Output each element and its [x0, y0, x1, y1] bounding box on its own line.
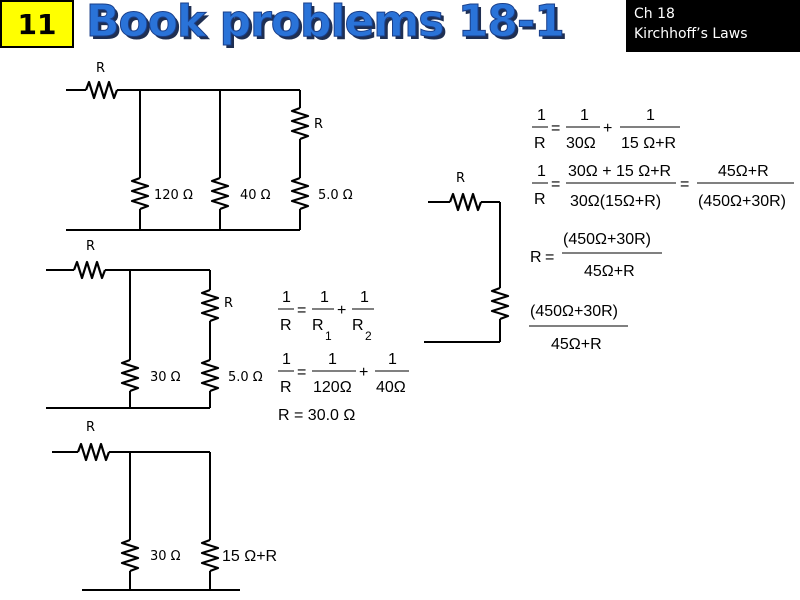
resistor-120	[130, 176, 150, 211]
resistor-30-3	[120, 538, 140, 573]
eq1-t2-den: R	[352, 317, 364, 334]
circuit-1: R R 120 Ω 40 Ω 5.0 Ω	[66, 61, 353, 231]
resistor-30	[120, 358, 140, 393]
equivalent-resistor	[490, 286, 510, 321]
eq1-lhs-den: R	[280, 317, 292, 334]
series-resistor-3	[76, 442, 111, 462]
r-eq2-lhs-num: 1	[537, 163, 546, 180]
series-resistor-4	[448, 192, 483, 212]
eq2-t1-num: 1	[328, 351, 337, 368]
r-eq3-equals: =	[545, 249, 554, 266]
r-eq2-rhs-den: (450Ω+30R)	[698, 193, 786, 210]
eq1-lhs-num: 1	[282, 289, 291, 306]
eq1-equals: =	[297, 302, 306, 319]
r-eq1-t1-den: 30Ω	[566, 135, 596, 152]
eq2-plus: +	[359, 364, 368, 381]
label-r-3: R	[86, 420, 95, 435]
eq2-equals: =	[297, 364, 306, 381]
r-eq2-equals: =	[551, 176, 560, 193]
label-40: 40 Ω	[240, 188, 271, 203]
chapter-number: Ch 18	[634, 6, 675, 22]
r-eq1-lhs-den: R	[534, 135, 546, 152]
eq1-t2-num: 1	[360, 289, 369, 306]
series-resistor-2	[72, 260, 107, 280]
eq1-plus: +	[337, 302, 346, 319]
right-equations: 1 R = 1 30Ω + 1 15 Ω+R 1 R = 30Ω + 15 Ω+…	[529, 107, 794, 353]
eq2-t2-den: 40Ω	[376, 379, 406, 396]
eq2-t2-num: 1	[388, 351, 397, 368]
slide-number-badge: 11	[0, 0, 74, 48]
resistor-r-branch-2	[200, 288, 220, 323]
r-eq1-t1-num: 1	[580, 107, 589, 124]
resistor-15r	[200, 538, 220, 573]
resistor-r-branch	[290, 106, 310, 141]
r-eq2-equals-2: =	[680, 176, 689, 193]
r-eq4-den: 45Ω+R	[551, 336, 602, 353]
circuit-4: R	[424, 171, 510, 343]
label-5-2: 5.0 Ω	[228, 370, 263, 385]
r-eq1-t2-num: 1	[646, 107, 655, 124]
label-r: R	[96, 61, 105, 76]
chapter-box: Ch 18 Kirchhoff’s Laws	[626, 0, 800, 52]
r-eq1-equals: =	[551, 120, 560, 137]
slide-number: 11	[17, 7, 57, 41]
label-r-branch-2: R	[224, 296, 233, 311]
series-resistor-1	[84, 80, 119, 100]
r-eq1-t2-den: 15 Ω+R	[621, 135, 676, 152]
label-r-4: R	[456, 171, 465, 186]
label-r-2: R	[86, 239, 95, 254]
eq1-t1-den-sub: 1	[325, 329, 332, 343]
resistor-40	[210, 176, 230, 211]
eq1-t2-den-sub: 2	[365, 329, 372, 343]
r-eq2-lhs-den: R	[534, 191, 546, 208]
circuit-2: R R 30 Ω 5.0 Ω	[46, 239, 263, 409]
eq1-t1-num: 1	[320, 289, 329, 306]
middle-equations: 1 R = 1 R 1 + 1 R 2 1 R = 1 120Ω + 1 40Ω	[278, 289, 409, 424]
r-eq3-den: 45Ω+R	[584, 263, 635, 280]
eq2-t1-den: 120Ω	[313, 379, 352, 396]
r-eq3-lhs: R	[530, 249, 542, 266]
r-eq1-lhs-num: 1	[537, 107, 546, 124]
eq2-lhs-num: 1	[282, 351, 291, 368]
resistor-5	[290, 176, 310, 211]
r-eq3-num: (450Ω+30R)	[563, 231, 651, 248]
chapter-topic: Kirchhoff’s Laws	[634, 26, 748, 42]
r-eq2-mid-den: 30Ω(15Ω+R)	[570, 193, 661, 210]
r-eq2-rhs-num: 45Ω+R	[718, 163, 769, 180]
r-eq2-mid-num: 30Ω + 15 Ω+R	[568, 163, 671, 180]
result-r-30: R = 30.0 Ω	[278, 407, 355, 424]
label-r-branch: R	[314, 117, 323, 132]
r-eq1-plus: +	[603, 120, 612, 137]
label-15r: 15 Ω+R	[222, 548, 277, 565]
page-title: Book problems 18-1	[86, 0, 566, 48]
label-30: 30 Ω	[150, 370, 181, 385]
label-5: 5.0 Ω	[318, 188, 353, 203]
resistor-5-2	[200, 358, 220, 393]
label-30-3: 30 Ω	[150, 549, 181, 564]
eq2-lhs-den: R	[280, 379, 292, 396]
eq1-t1-den: R	[312, 317, 324, 334]
label-120: 120 Ω	[154, 188, 193, 203]
circuit-3: R 30 Ω 15 Ω+R	[52, 420, 277, 591]
r-eq4-num: (450Ω+30R)	[530, 303, 618, 320]
